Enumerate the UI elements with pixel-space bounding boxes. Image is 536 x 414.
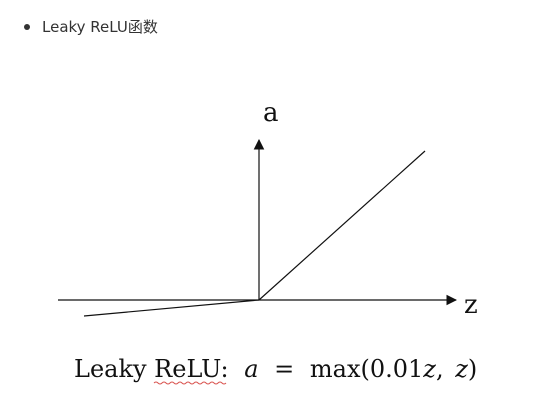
list-item-text: Leaky ReLU函数 xyxy=(42,18,158,36)
caption-close: ) xyxy=(468,355,477,383)
bullet-icon xyxy=(24,24,30,30)
list-item: Leaky ReLU函数 xyxy=(24,14,158,40)
caption-var-z1: z xyxy=(422,355,436,383)
spellcheck-underline xyxy=(153,381,227,385)
caption-var-a: a xyxy=(244,355,258,383)
y-axis-label: a xyxy=(263,98,279,128)
positive-slope-line xyxy=(258,150,426,301)
bullet-list: Leaky ReLU函数 xyxy=(24,14,158,40)
x-axis-label: z xyxy=(464,290,478,320)
caption-equals: = xyxy=(274,355,294,383)
caption-func: max(0.01 xyxy=(310,355,423,383)
caption-var-z2: z xyxy=(454,355,468,383)
caption-comma: , xyxy=(436,355,444,383)
negative-slope-line xyxy=(83,299,260,317)
caption-prefix: Leaky ReLU: xyxy=(74,355,229,383)
formula-caption: Leaky ReLU: a = max(0.01z, z) xyxy=(74,355,477,383)
